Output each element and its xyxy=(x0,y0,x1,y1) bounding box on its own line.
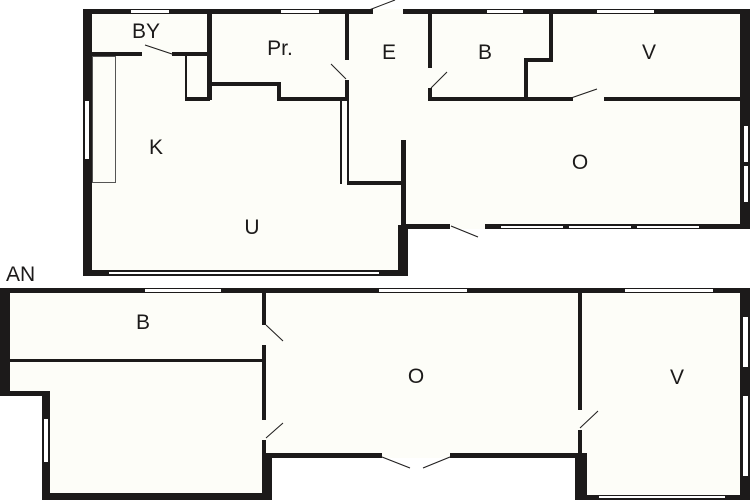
wall-right xyxy=(740,9,750,229)
wall-closet-bottom xyxy=(185,97,210,101)
room-label-b: B xyxy=(477,41,493,64)
kitchen-counter xyxy=(92,56,116,183)
room-label-o: O xyxy=(571,151,589,174)
door-swing-icon xyxy=(422,456,451,469)
wall-bump-bottom xyxy=(0,391,50,396)
lower-floor-fill-v xyxy=(580,292,745,495)
wall-b-bottom xyxy=(8,359,265,362)
door-swing-icon xyxy=(450,225,479,238)
window xyxy=(130,9,170,14)
wall-pr-bottom-2 xyxy=(277,97,349,101)
floor-title: AN xyxy=(6,263,36,286)
wall-o-v xyxy=(578,430,582,456)
wall-lower-step xyxy=(262,455,272,500)
door-swing-icon xyxy=(265,422,284,439)
wall-b-v-lower xyxy=(524,58,528,100)
wall-by-bottom xyxy=(172,52,212,56)
wall-e-thin xyxy=(347,100,349,184)
window xyxy=(624,288,714,293)
window xyxy=(84,100,90,160)
wall-bottom-west xyxy=(42,493,272,500)
entry-door-gap xyxy=(373,9,403,14)
wall-e-b xyxy=(428,12,432,68)
door-swing-icon xyxy=(430,71,448,89)
lower-floor-fill-bump xyxy=(8,360,48,392)
window xyxy=(486,9,524,14)
door-swing-icon xyxy=(368,0,396,11)
room-label-e: E xyxy=(381,41,397,64)
wall-by-pr xyxy=(207,12,212,100)
wall-left xyxy=(0,288,10,396)
upper-floor-fill-east xyxy=(345,13,745,227)
door-swing-icon xyxy=(265,324,284,342)
wall-u-east-upper xyxy=(401,140,406,230)
wall-by-bottom xyxy=(92,52,142,56)
window xyxy=(636,225,700,229)
window xyxy=(743,125,749,163)
wall-top-east xyxy=(403,9,750,14)
double-door-gap xyxy=(382,453,450,458)
wall-pr-e xyxy=(345,12,349,60)
room-label-b: B xyxy=(135,311,151,334)
wall-top-west xyxy=(83,9,373,14)
window xyxy=(108,271,380,275)
wall-b-v-step xyxy=(524,58,552,62)
window xyxy=(598,495,726,499)
wall-pr-step xyxy=(277,82,281,100)
wall-closet xyxy=(185,55,187,98)
window xyxy=(378,288,468,293)
lower-floor-fill-o xyxy=(265,292,580,456)
wall-e-bottom xyxy=(347,181,403,185)
room-label-o: O xyxy=(407,365,425,388)
door-gap xyxy=(450,224,485,229)
wall-b-o xyxy=(262,440,266,457)
window xyxy=(742,395,749,477)
wall-v-step xyxy=(575,453,587,500)
door-swing-icon xyxy=(579,410,599,429)
window xyxy=(743,165,749,203)
wall-v-bottom xyxy=(604,97,744,101)
lower-floor-fill-bl xyxy=(48,360,265,495)
door-swing-icon xyxy=(381,456,411,469)
window xyxy=(596,9,655,14)
wall-b-v xyxy=(549,12,553,62)
door-swing-icon xyxy=(144,44,173,55)
wall-top xyxy=(0,288,750,293)
window xyxy=(568,225,632,229)
wall-e-thin xyxy=(340,100,342,184)
wall-b-bottom xyxy=(428,97,573,101)
wall-b-o xyxy=(262,292,266,325)
wall-pr-bottom xyxy=(210,82,280,86)
window xyxy=(280,9,320,14)
wall-o-v xyxy=(578,292,582,410)
room-label-by: BY xyxy=(131,20,161,43)
room-label-k: K xyxy=(148,136,164,159)
window xyxy=(500,225,564,229)
wall-right xyxy=(740,288,750,500)
window xyxy=(43,418,49,463)
room-label-u: U xyxy=(244,216,260,239)
window xyxy=(144,288,222,293)
wall-e-b xyxy=(428,88,432,101)
wall-b-o xyxy=(262,345,266,420)
room-label-pr: Pr. xyxy=(267,37,293,60)
window xyxy=(742,316,749,368)
door-swing-icon xyxy=(330,63,347,80)
wall-u-east-lower xyxy=(398,225,408,276)
door-swing-icon xyxy=(570,88,598,99)
room-label-v: V xyxy=(641,41,657,64)
wall-pr-e xyxy=(345,80,349,101)
room-label-v: V xyxy=(669,366,685,389)
